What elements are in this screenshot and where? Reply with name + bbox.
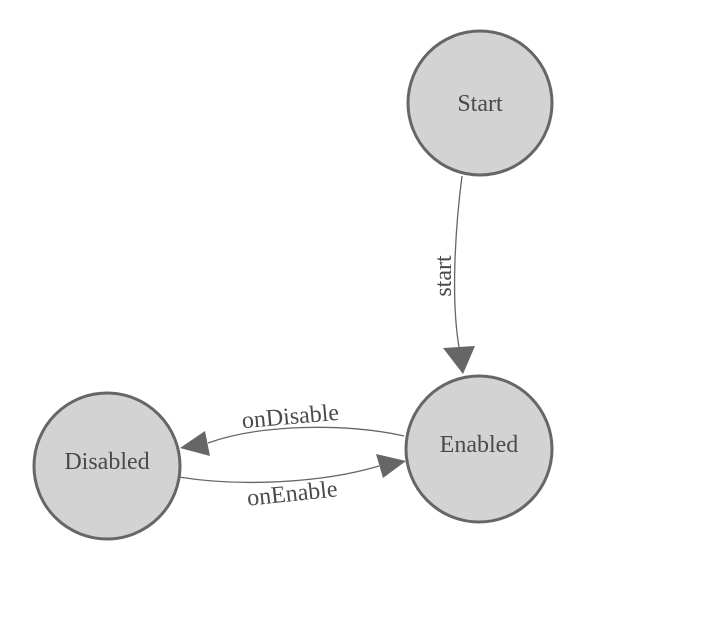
disabled-state-circle[interactable]: [32, 391, 182, 541]
arrowhead-down-icon: [443, 346, 475, 374]
edge-path-disabled-enabled[interactable]: [178, 465, 380, 484]
edge-path-enabled-disabled[interactable]: [207, 426, 405, 444]
start-state-circle[interactable]: [406, 29, 554, 177]
enabled-state-circle[interactable]: [404, 374, 554, 524]
transition-disabled-to-enabled: onEnable: [178, 454, 406, 512]
state-node-start: Start: [406, 29, 554, 177]
disabled-state-label: Disabled: [64, 449, 149, 475]
start-state-label: Start: [457, 91, 503, 117]
state-node-disabled: Disabled: [32, 391, 182, 541]
state-node-enabled: Enabled: [404, 374, 554, 524]
edge-label-start: start: [431, 255, 457, 297]
arrowhead-left-icon: [180, 431, 210, 456]
edge-label-ondisable: onDisable: [241, 400, 340, 434]
edge-label-onenable: onEnable: [246, 476, 339, 511]
transition-enabled-to-disabled: onDisable: [180, 400, 405, 456]
enabled-state-label: Enabled: [440, 432, 519, 458]
transition-start-to-enabled: start: [431, 175, 475, 374]
edge-path-start-enabled[interactable]: [453, 175, 463, 348]
arrowhead-right-icon: [376, 454, 406, 478]
